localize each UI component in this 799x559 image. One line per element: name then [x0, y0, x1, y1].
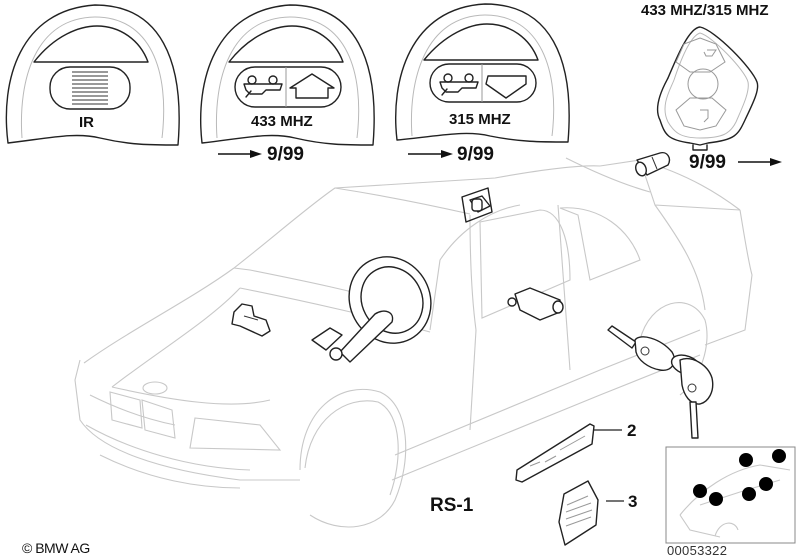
- diagram-code: RS-1: [430, 495, 474, 516]
- house-arrow-icon: [289, 73, 335, 99]
- image-id: 00053322: [667, 543, 728, 558]
- up-to-arrow-icon: [408, 150, 453, 158]
- certificate-sheet[interactable]: [558, 480, 599, 546]
- 315-mhz-label: 315 MHZ: [449, 111, 511, 128]
- ir-window-lines-icon: [72, 71, 108, 105]
- locator-marker: [693, 484, 707, 498]
- 433-mhz-remote-cover[interactable]: [200, 4, 375, 146]
- keys-with-remote[interactable]: [607, 325, 714, 439]
- locator-marker: [709, 492, 723, 506]
- locator-map: [665, 446, 796, 544]
- ir-label: IR: [79, 114, 94, 131]
- car-lock-icon: [243, 75, 283, 98]
- 433-mhz-date-note: 9/99: [267, 144, 304, 165]
- car-unlock-icon: [439, 73, 479, 96]
- from-arrow-icon: [738, 158, 782, 166]
- copyright-notice: © BMW AG: [22, 540, 90, 556]
- 433-mhz-label: 433 MHZ: [251, 113, 313, 130]
- fob-date-note: 9/99: [689, 152, 726, 173]
- 315-mhz-remote-cover[interactable]: [395, 3, 570, 143]
- car-outline: [74, 157, 753, 528]
- locator-marker: [772, 449, 786, 463]
- locator-marker: [742, 487, 756, 501]
- callout-3[interactable]: 3: [628, 492, 638, 511]
- key-code-card[interactable]: [515, 423, 595, 483]
- glovebox-lock[interactable]: [231, 303, 271, 337]
- locator-marker: [759, 477, 773, 491]
- trunk-down-arrow-icon: [485, 75, 527, 99]
- up-to-arrow-icon: [218, 150, 262, 158]
- ignition-lock-steering-column[interactable]: [311, 242, 446, 363]
- door-lock-cylinder[interactable]: [507, 287, 564, 321]
- 315-mhz-date-note: 9/99: [457, 144, 494, 165]
- 433-315-mhz-label: 433 MHZ/315 MHZ: [641, 2, 769, 19]
- switch-lock[interactable]: [461, 187, 493, 223]
- trunk-lock-cylinder[interactable]: [634, 151, 671, 178]
- 433-315-mhz-key-fob[interactable]: [656, 26, 759, 151]
- ir-remote-cover[interactable]: [5, 4, 180, 146]
- callout-2[interactable]: 2: [627, 421, 637, 440]
- locator-marker: [739, 453, 753, 467]
